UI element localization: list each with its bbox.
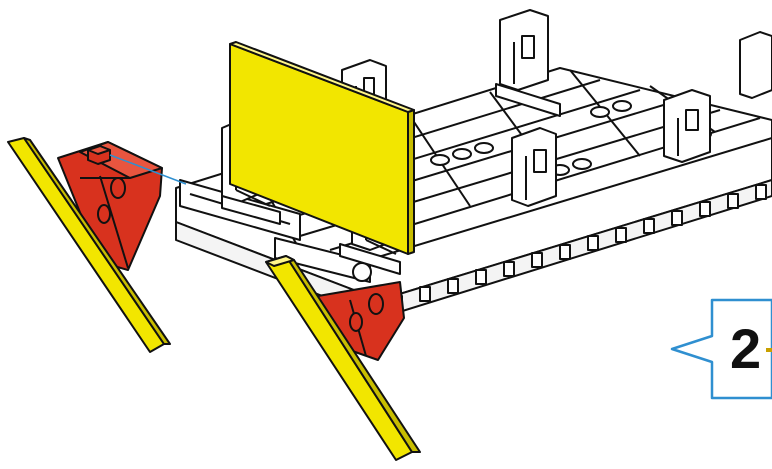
step-callout-icon: 2 (672, 300, 772, 398)
step-number: 2 (730, 317, 761, 380)
